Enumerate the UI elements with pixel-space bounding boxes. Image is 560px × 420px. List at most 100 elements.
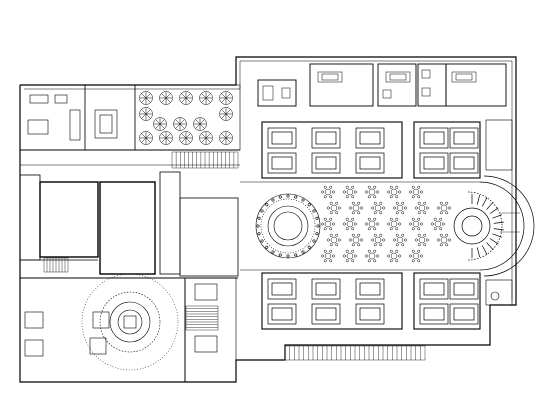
chair-icon: [335, 233, 339, 237]
chair-icon: [329, 259, 333, 263]
chair-icon: [420, 222, 423, 226]
tree-branch: [179, 123, 185, 129]
chair-icon: [401, 201, 405, 205]
chair-icon: [417, 217, 421, 221]
chair-icon: [398, 222, 401, 226]
ring: [267, 205, 309, 247]
chair-icon: [349, 238, 352, 242]
table-icon: [324, 252, 332, 260]
chair-icon: [398, 190, 401, 194]
chair-icon: [423, 243, 427, 247]
chair-icon: [294, 195, 298, 199]
tree-icon: [219, 107, 233, 121]
tree-branch: [221, 133, 227, 139]
chair-icon: [439, 217, 443, 221]
tree-branch: [225, 113, 231, 119]
table-icon: [315, 131, 337, 145]
tree-icon: [199, 91, 213, 105]
chair-icon: [323, 217, 327, 221]
table-icon: [453, 307, 475, 321]
chair-icon: [389, 227, 393, 231]
table-icon: [453, 156, 475, 170]
chair-icon: [395, 201, 399, 205]
chair-icon: [426, 238, 429, 242]
tree-icon: [219, 131, 233, 145]
ring: [81, 273, 179, 371]
chair-icon: [389, 249, 393, 253]
chair-icon: [371, 206, 374, 210]
stair-outline: [185, 305, 219, 331]
table-icon: [412, 220, 420, 228]
table-icon: [451, 71, 477, 83]
chair-icon: [411, 185, 415, 189]
table-icon: [453, 282, 475, 296]
tree-branch: [201, 133, 207, 139]
table-icon: [352, 204, 360, 212]
chair-icon: [393, 238, 396, 242]
chair-icon: [329, 211, 333, 215]
chair-icon: [343, 190, 346, 194]
chair-icon: [367, 195, 371, 199]
chair-icon: [395, 185, 399, 189]
tree-branch: [159, 123, 165, 129]
chair-icon: [301, 198, 305, 202]
stair-icon: [43, 257, 69, 273]
tree-branch: [221, 97, 227, 103]
chair-icon: [389, 195, 393, 199]
banquette-icon: [419, 303, 449, 325]
chair-icon: [278, 253, 282, 257]
chair-icon: [433, 227, 437, 231]
chair-icon: [379, 233, 383, 237]
chair-icon: [256, 224, 260, 228]
chair-icon: [335, 211, 339, 215]
chair-icon: [423, 211, 427, 215]
chair-icon: [332, 254, 335, 258]
table-icon: [396, 204, 404, 212]
tree-branch: [225, 93, 231, 99]
chair-icon: [411, 227, 415, 231]
chair-icon: [373, 217, 377, 221]
central-table: [117, 309, 143, 335]
chair-icon: [393, 206, 396, 210]
chair-icon: [448, 238, 451, 242]
chair-icon: [345, 259, 349, 263]
chair-icon: [437, 206, 440, 210]
table-icon: [390, 220, 398, 228]
chair-icon: [404, 238, 407, 242]
chair-icon: [448, 206, 451, 210]
banquette-icon: [449, 303, 479, 325]
stage-step: [476, 194, 480, 205]
tree-branch: [161, 93, 167, 99]
chair-icon: [312, 209, 316, 213]
chair-icon: [401, 233, 405, 237]
chair-icon: [271, 198, 275, 202]
tree-branch: [201, 97, 207, 103]
banquette-icon: [311, 127, 341, 149]
table-icon: [418, 204, 426, 212]
chair-icon: [395, 259, 399, 263]
chair-icon: [373, 185, 377, 189]
stage-step: [481, 197, 488, 207]
table-icon: [317, 71, 343, 83]
table-icon: [324, 220, 332, 228]
chair-icon: [423, 201, 427, 205]
dining-tables: [321, 185, 451, 263]
chair-icon: [395, 243, 399, 247]
chair-icon: [401, 243, 405, 247]
stair-icon: [171, 151, 239, 169]
tree-branch: [145, 97, 151, 103]
banquette-icon: [355, 278, 385, 300]
tree-branch: [181, 137, 187, 143]
table-icon: [434, 220, 442, 228]
chair-icon: [371, 238, 374, 242]
chair-icon: [329, 233, 333, 237]
tree-branch: [165, 93, 171, 99]
chair-icon: [426, 206, 429, 210]
chair-icon: [329, 243, 333, 247]
chair-icon: [345, 227, 349, 231]
ring: [260, 198, 316, 254]
chair-icon: [411, 259, 415, 263]
table-icon: [423, 131, 445, 145]
top-left-offices: [19, 84, 241, 166]
